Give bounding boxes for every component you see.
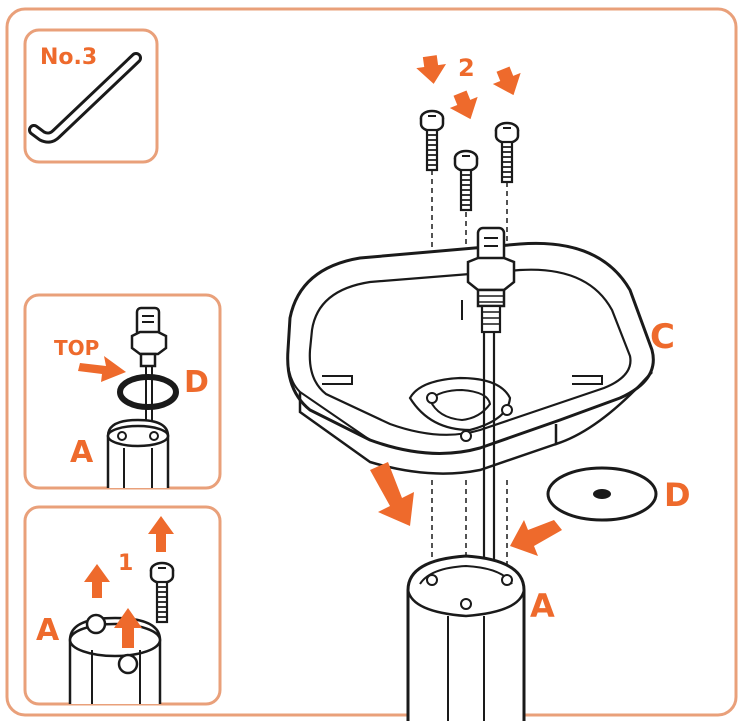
tool-size-label: No.3 [40,45,97,70]
insert-arrow [78,356,126,382]
down-arrow [414,54,449,86]
pole [406,554,526,721]
insert-arrow [510,520,562,556]
label-a-inset-bottom: A [36,613,60,648]
tool-box: No.3 [23,28,159,164]
down-arrow [446,87,485,125]
label-d-main: D [664,476,691,514]
washer-ring [117,374,179,410]
washer-disc [546,466,658,522]
down-arrow [489,63,528,101]
step-1-label: 1 [118,551,133,576]
inset-top-panel: TOP D A [23,293,222,490]
inset-bottom-panel: 1 A [23,505,222,706]
outer-frame [5,7,738,717]
up-arrow [84,564,110,598]
screw-icon [419,109,445,172]
label-a-inset-top: A [70,435,94,470]
pole-top-bottom-inset [68,613,162,704]
base-plate [286,241,655,475]
label-d-inset: D [184,365,209,400]
up-arrow [148,516,174,552]
main-illustration: 2 C D A [286,54,691,721]
screw-icon [453,149,479,212]
label-c: C [650,317,675,357]
step-2-label: 2 [458,54,475,82]
allen-key-icon [28,52,142,144]
top-label: TOP [54,336,99,360]
screw-icon [494,121,520,184]
cable-plug [461,226,516,560]
pole-top [106,418,170,488]
up-arrow [114,608,142,648]
label-a-main: A [530,587,555,625]
lower-arrow [370,462,414,526]
